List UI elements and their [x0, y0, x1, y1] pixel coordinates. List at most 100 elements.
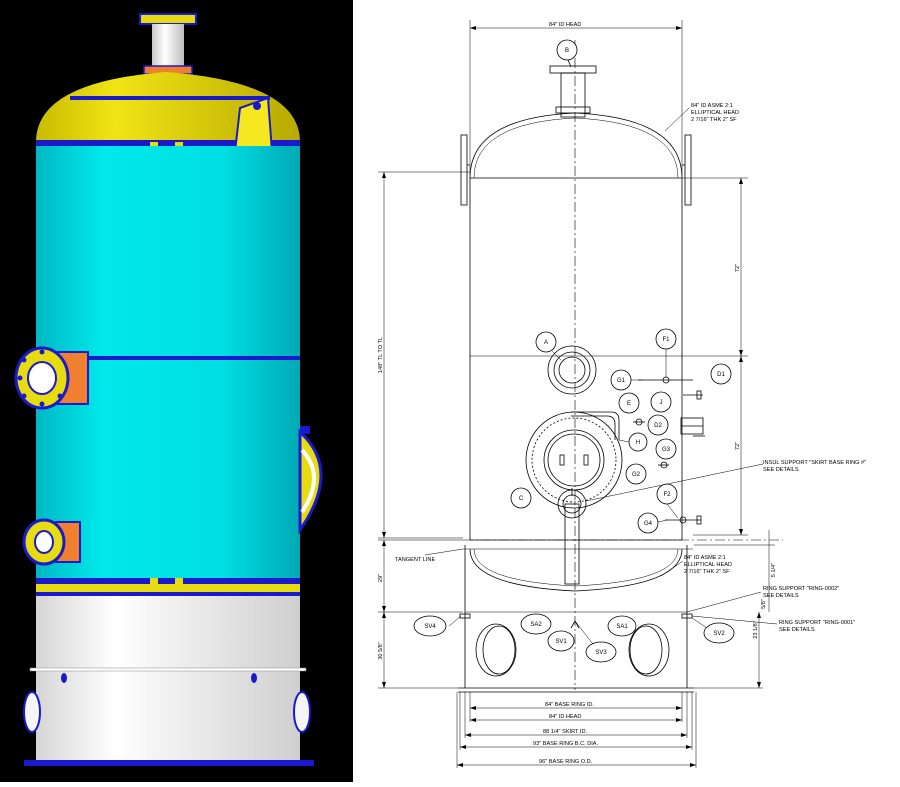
svg-text:SV1: SV1: [555, 639, 567, 645]
svg-text:SV2: SV2: [713, 631, 725, 637]
bottom-head-inner: [473, 548, 679, 587]
svg-text:D1: D1: [717, 372, 725, 378]
bottom-tangent: TANGENT LINE: [395, 539, 783, 563]
skirt-2d: [458, 545, 694, 693]
note-top-head: 84" ID ASME 2:1 ELLIPTICAL HEAD 2 7/16" …: [664, 103, 739, 132]
nozzle-a: [547, 345, 597, 395]
bubble-sa2: SA2: [520, 613, 552, 635]
svg-text:SEE DETAILS: SEE DETAILS: [763, 467, 799, 473]
svg-text:A: A: [544, 340, 548, 346]
bubble-g2: G2: [625, 463, 647, 485]
bubble-a: A: [535, 331, 557, 353]
svg-text:SV4: SV4: [424, 624, 436, 630]
nozzle-b: [549, 59, 597, 118]
top-head-inner: [473, 117, 679, 179]
svg-text:G4: G4: [644, 521, 653, 527]
dim-right-72s: 72" 72": [682, 177, 748, 536]
svg-text:E: E: [627, 401, 631, 407]
svg-text:84" BASE RING ID.: 84" BASE RING ID.: [545, 702, 594, 708]
dim-tl-to-tl: 148" TL TO TL: [378, 171, 470, 539]
nozzle-a-render: [14, 346, 89, 410]
svg-text:88 1/4" SKIRT ID.: 88 1/4" SKIRT ID.: [543, 729, 588, 735]
svg-text:H: H: [636, 440, 640, 446]
svg-text:F1: F1: [662, 337, 670, 343]
svg-text:RING SUPPORT "RING-0002": RING SUPPORT "RING-0002": [763, 586, 839, 592]
note-bottom-head: 84" ID ASME 2:1 ELLIPTICAL HEAD 2 7/16" …: [660, 555, 732, 577]
svg-text:84" ID ASME 2:1: 84" ID ASME 2:1: [684, 555, 726, 561]
elevation-drawing-panel: 84" ID HEAD B 84" ID ASME 2:1 ELLIP: [353, 0, 900, 782]
dim-left-skirt: 29" 30 5/8": [378, 539, 463, 689]
svg-text:2 7/16" THK 2" SF: 2 7/16" THK 2" SF: [691, 117, 737, 123]
bubble-sv3: SV3: [585, 641, 617, 663]
bubble-sv4: SV4: [413, 615, 462, 637]
svg-text:30 5/8": 30 5/8": [378, 642, 384, 660]
manway-h: [525, 411, 623, 509]
bubble-f2: F2: [656, 483, 679, 519]
svg-text:ELLIPTICAL HEAD: ELLIPTICAL HEAD: [691, 110, 739, 116]
dim-top-head-id: 84" ID HEAD: [469, 20, 683, 175]
svg-text:23 1/8": 23 1/8": [753, 621, 759, 639]
note-insul-support: INSUL SUPPORT "SKIRT BASE RING #" SEE DE…: [585, 460, 866, 502]
bubble-g3: G3: [655, 438, 677, 460]
bubble-c: C: [510, 487, 532, 509]
nozzle-c: [557, 488, 587, 585]
vessel-3d-render-panel: [0, 0, 353, 782]
dim-bottom-chain: 84" BASE RING ID. 84" ID HEAD 88 1/4" SK…: [456, 692, 697, 768]
svg-text:F2: F2: [663, 492, 671, 498]
svg-text:SA2: SA2: [530, 622, 542, 628]
elevation-drawing: 84" ID HEAD B 84" ID ASME 2:1 ELLIP: [378, 20, 866, 768]
tangent-line-label: TANGENT LINE: [395, 557, 435, 563]
bubble-j: J: [650, 391, 672, 413]
svg-text:J: J: [660, 400, 663, 406]
svg-text:SA1: SA1: [616, 624, 628, 630]
svg-text:B: B: [565, 48, 569, 54]
svg-text:G3: G3: [662, 447, 671, 453]
bubble-g1: G1: [610, 369, 643, 391]
small-nozzles: [633, 376, 705, 525]
vessel-3d-render: [14, 13, 323, 766]
svg-text:72": 72": [735, 264, 741, 272]
svg-text:93" BASE RING B.C. DIA.: 93" BASE RING B.C. DIA.: [533, 741, 599, 747]
svg-text:INSUL SUPPORT "SKIRT BASE RING: INSUL SUPPORT "SKIRT BASE RING #": [763, 460, 866, 466]
nozzle-c-render: [22, 518, 81, 566]
svg-text:2 7/16" THK 2" SF: 2 7/16" THK 2" SF: [684, 569, 730, 575]
dim-right-skirt: 5 1/4" 5/8" 23 1/8": [694, 530, 777, 689]
skirt-access-openings: [475, 620, 670, 677]
svg-text:RING SUPPORT "RING-0001": RING SUPPORT "RING-0001": [779, 620, 855, 626]
bubble-e: E: [618, 392, 640, 414]
bubble-b: B: [556, 39, 578, 61]
svg-text:C: C: [519, 496, 524, 502]
svg-text:96" BASE RING O.D.: 96" BASE RING O.D.: [539, 759, 593, 765]
svg-text:29": 29": [378, 574, 384, 582]
svg-text:5/8": 5/8": [761, 599, 767, 609]
lifting-lugs-2d: [460, 134, 692, 206]
svg-text:148" TL TO TL: 148" TL TO TL: [378, 337, 384, 373]
manway-h-render: [298, 426, 323, 535]
svg-text:SEE DETAILS: SEE DETAILS: [763, 593, 799, 599]
svg-text:5 1/4": 5 1/4": [771, 563, 777, 577]
top-head-outline: [469, 112, 683, 179]
bubble-sv2: SV2: [691, 617, 735, 644]
svg-text:ELLIPTICAL HEAD: ELLIPTICAL HEAD: [684, 562, 732, 568]
dim-top-head-id-text: 84" ID HEAD: [549, 22, 581, 28]
svg-text:72": 72": [735, 442, 741, 450]
bubble-d2: D2: [647, 414, 669, 436]
svg-text:84" ID ASME 2:1: 84" ID ASME 2:1: [691, 103, 733, 109]
support-skirt: [23, 596, 314, 766]
bottom-head-outline: [469, 548, 683, 592]
svg-text:SV3: SV3: [595, 650, 607, 656]
bubble-d1: D1: [710, 363, 732, 385]
svg-text:D2: D2: [654, 423, 662, 429]
bubble-h: H: [618, 432, 648, 452]
top-elliptical-head: [36, 72, 300, 146]
bubble-f1: F1: [655, 328, 677, 377]
shell-2d: [469, 178, 683, 540]
svg-text:84" ID HEAD: 84" ID HEAD: [549, 714, 581, 720]
svg-text:SEE DETAILS: SEE DETAILS: [779, 627, 815, 633]
note-ring-0002: RING SUPPORT "RING-0002" SEE DETAILS: [686, 586, 839, 613]
note-ring-0001: RING SUPPORT "RING-0001" SEE DETAILS: [691, 615, 855, 633]
svg-text:G2: G2: [632, 472, 641, 478]
bubble-g4: G4: [637, 512, 668, 534]
bubble-sa1: SA1: [607, 615, 637, 637]
